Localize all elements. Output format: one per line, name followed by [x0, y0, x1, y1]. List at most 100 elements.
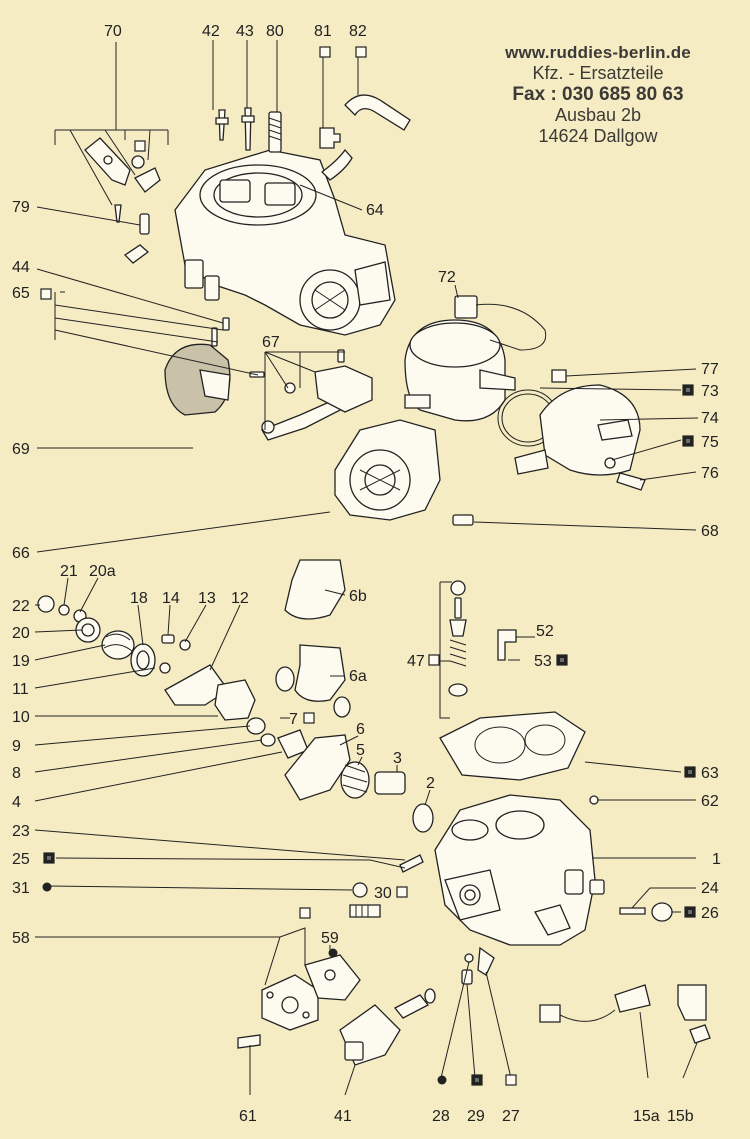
- part-label: 5: [356, 742, 365, 759]
- part-label: 67: [262, 334, 280, 351]
- cutoff-solenoid-drawing: [339, 988, 436, 1066]
- part-label: 77: [701, 361, 719, 378]
- wiring-harness-drawing: [539, 984, 711, 1044]
- filled-square-icon: [682, 435, 694, 447]
- square-icon: [40, 288, 52, 300]
- square-icon: [299, 907, 311, 919]
- part-label: 28: [432, 1108, 450, 1125]
- throttle-linkage-drawing: [84, 137, 161, 264]
- square-icon: [505, 1074, 517, 1086]
- bracket-washers-drawing: [214, 679, 434, 833]
- part-label: 15b: [667, 1108, 694, 1125]
- part-label: 24: [701, 880, 719, 897]
- dealer-business: Kfz. - Ersatzteile: [532, 63, 664, 83]
- part-label: 31: [12, 880, 30, 897]
- filled-dot-icon: [437, 1075, 447, 1085]
- square-icon: [396, 886, 408, 898]
- part-label: 79: [12, 199, 30, 216]
- filled-dot-icon: [42, 882, 52, 892]
- filled-square-icon: [682, 384, 694, 396]
- part-label: 11: [12, 681, 29, 698]
- part-label: 61: [239, 1108, 257, 1125]
- part-label: 82: [349, 23, 367, 40]
- part-label: 15a: [633, 1108, 660, 1125]
- needle-valves-drawing: [215, 107, 282, 153]
- part-label: 59: [321, 930, 339, 947]
- part-label: 26: [701, 905, 719, 922]
- part-label: 6a: [349, 668, 367, 685]
- accelerator-pump-drawing: [261, 954, 361, 1031]
- part-label: 53: [534, 653, 552, 670]
- part-label: 73: [701, 383, 719, 400]
- part-drawings: [37, 94, 711, 1066]
- part-label: 7: [289, 711, 298, 728]
- part-label: 19: [12, 653, 30, 670]
- part-label: 44: [12, 259, 30, 276]
- float-valve-gasket-drawing: [439, 580, 586, 781]
- part-label: 58: [12, 930, 30, 947]
- part-label: 75: [701, 434, 719, 451]
- dealer-city: 14624 Dallgow: [538, 126, 658, 146]
- part-label: 8: [12, 765, 21, 782]
- part-number-labels: 70 42 43 80 81 82 64 79 44 65 72 67 77 7…: [12, 23, 721, 1125]
- part-label: 64: [366, 202, 384, 219]
- part-label: 20a: [89, 563, 116, 580]
- dealer-fax: Fax : 030 685 80 63: [512, 84, 684, 105]
- part-label: 25: [12, 851, 30, 868]
- part-label: 23: [12, 823, 30, 840]
- part-label: 47: [407, 653, 425, 670]
- dealer-url: www.ruddies-berlin.de: [505, 43, 691, 62]
- part-label: 43: [236, 23, 254, 40]
- filled-square-icon: [556, 654, 568, 666]
- square-icon: [134, 140, 146, 152]
- part-label: 70: [104, 23, 122, 40]
- choke-housing-drawing: [261, 349, 441, 521]
- part-label: 6: [356, 721, 365, 738]
- part-label: 41: [334, 1108, 352, 1125]
- gear-stack-drawing: [37, 595, 229, 706]
- part-label: 30: [374, 885, 392, 902]
- part-label: 18: [130, 590, 148, 607]
- part-label: 68: [701, 523, 719, 540]
- carburetor-body-drawing: [434, 794, 605, 946]
- part-label: 29: [467, 1108, 485, 1125]
- part-label: 69: [12, 441, 30, 458]
- dealer-stamp: www.ruddies-berlin.de Kfz. - Ersatzteile…: [452, 42, 744, 147]
- part-label: 74: [701, 410, 719, 427]
- part-label: 13: [198, 590, 216, 607]
- part-label: 52: [536, 623, 554, 640]
- part-label: 22: [12, 598, 30, 615]
- square-icon: [428, 654, 440, 666]
- filled-dot-icon: [328, 948, 338, 958]
- screws-drawing: [349, 854, 673, 922]
- leader-lines: [34, 40, 699, 1096]
- part-label: 3: [393, 750, 402, 767]
- choke-caps-drawing: [275, 559, 351, 718]
- part-label: 80: [266, 23, 284, 40]
- square-icon: [355, 46, 367, 58]
- choke-cover-drawing: [164, 317, 265, 416]
- vacuum-hoses-drawing: [319, 94, 411, 181]
- part-label: 6b: [349, 588, 367, 605]
- part-label: 81: [314, 23, 332, 40]
- part-label: 65: [12, 285, 30, 302]
- upper-housing-drawing: [174, 149, 396, 336]
- part-label: 42: [202, 23, 220, 40]
- filled-square-icon: [43, 852, 55, 864]
- thermostat-housing-drawing: [404, 295, 646, 526]
- part-label: 4: [12, 794, 21, 811]
- part-label: 2: [426, 775, 435, 792]
- part-label: 9: [12, 738, 21, 755]
- part-label: 27: [502, 1108, 520, 1125]
- filled-square-icon: [684, 906, 696, 918]
- part-label: 76: [701, 465, 719, 482]
- filled-square-icon: [684, 766, 696, 778]
- part-label: 14: [162, 590, 180, 607]
- part-label: 66: [12, 545, 30, 562]
- part-label: 20: [12, 625, 30, 642]
- square-icon: [303, 712, 315, 724]
- part-label: 21: [60, 563, 78, 580]
- part-label: 10: [12, 709, 30, 726]
- part-label: 62: [701, 793, 719, 810]
